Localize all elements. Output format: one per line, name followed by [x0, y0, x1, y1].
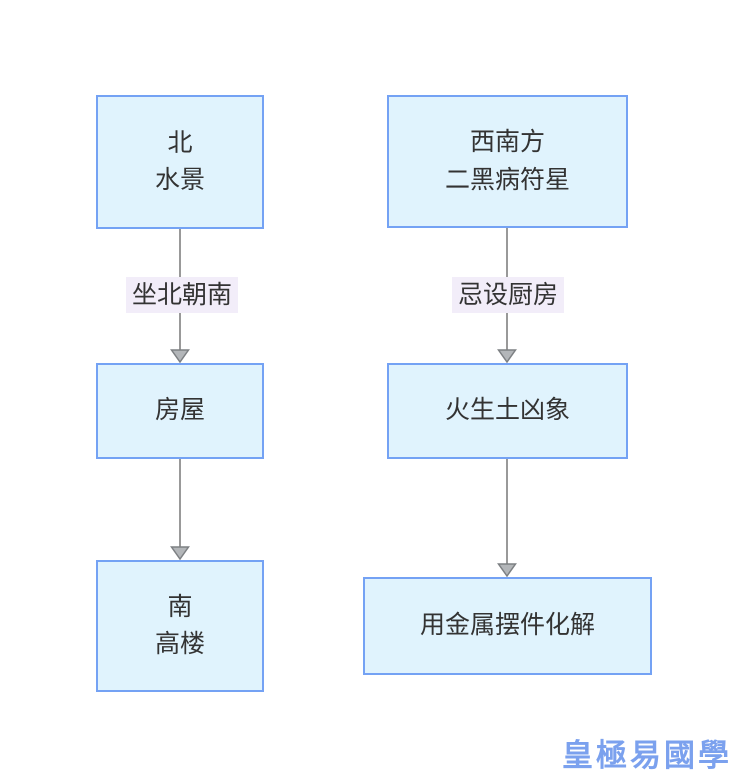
node-fire-earth-omen: 火生土凶象 [387, 363, 628, 459]
node-text-line: 房屋 [154, 396, 205, 425]
watermark-logo: 皇極易國學 [562, 738, 732, 773]
edge-label-orientation: 坐北朝南 [125, 277, 239, 313]
node-house: 房屋 [96, 363, 264, 459]
node-text-line: 北 [167, 128, 193, 157]
arrowhead-icon [170, 546, 190, 560]
arrowhead-icon [497, 349, 517, 363]
node-text-line: 用金属摆件化解 [419, 611, 595, 640]
node-text-line: 西南方 [469, 128, 545, 156]
node-southwest-star: 西南方 二黑病符星 [387, 95, 628, 228]
arrow-line [179, 459, 181, 548]
node-text-line: 水景 [154, 166, 205, 194]
node-north-waterview: 北 水景 [96, 95, 264, 229]
node-text-line: 二黑病符星 [444, 165, 570, 194]
edge-label-kitchen-taboo: 忌设厨房 [451, 277, 565, 313]
arrowhead-icon [170, 349, 190, 363]
node-text-line: 火生土凶象 [444, 396, 570, 425]
node-metal-remedy: 用金属摆件化解 [363, 577, 652, 675]
arrowhead-icon [497, 563, 517, 577]
node-text-line: 南 [167, 592, 193, 621]
node-text-line: 高楼 [154, 630, 205, 658]
arrow-line [506, 459, 508, 565]
node-south-highrise: 南 高楼 [96, 560, 264, 692]
